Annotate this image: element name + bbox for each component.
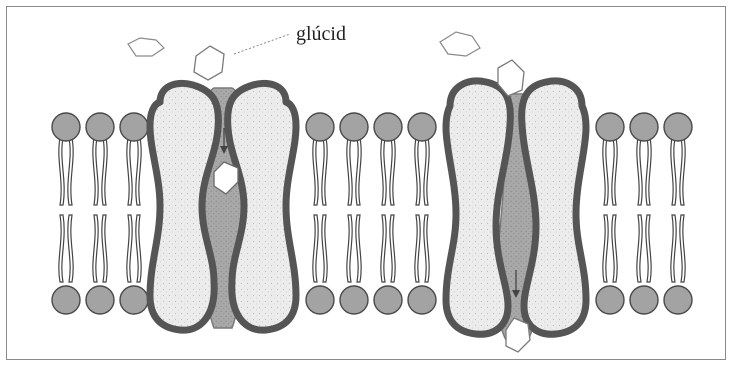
transporter-protein-open-outside: [150, 83, 296, 330]
subunit-right-a: [446, 81, 510, 334]
lipid-head: [408, 113, 436, 141]
lipid-head: [120, 113, 148, 141]
lipid-tail: [671, 138, 676, 205]
lipid-head: [340, 286, 368, 314]
lipid-tail: [93, 215, 98, 282]
phospholipid: [306, 113, 334, 314]
lipid-tail: [127, 138, 132, 205]
phospholipid: [408, 113, 436, 314]
glucid-molecule-outside-2: [194, 46, 224, 80]
lipid-head: [306, 286, 334, 314]
lipid-tail: [637, 215, 642, 282]
lipid-tail: [646, 138, 651, 205]
lipid-tail: [646, 215, 651, 282]
lipid-head: [408, 286, 436, 314]
label-glucid: glúcid: [296, 23, 346, 45]
lipid-head: [374, 286, 402, 314]
lipid-tail: [356, 215, 361, 282]
lipid-tail: [603, 215, 608, 282]
lipid-tail: [612, 138, 617, 205]
phospholipid: [86, 113, 114, 314]
phospholipid: [120, 113, 148, 314]
lipid-tail: [603, 138, 608, 205]
lipid-head: [630, 286, 658, 314]
lipid-tail: [424, 215, 429, 282]
lipid-tail: [59, 215, 64, 282]
phospholipid: [374, 113, 402, 314]
lipid-tail: [59, 138, 64, 205]
lipid-tail: [313, 138, 318, 205]
lipid-head: [52, 286, 80, 314]
lipid-tail: [136, 138, 141, 205]
lipid-tail: [680, 138, 685, 205]
transporter-protein-open-inside: [446, 81, 586, 352]
lipid-tail: [356, 138, 361, 205]
lipid-head: [120, 286, 148, 314]
lipid-tail: [93, 138, 98, 205]
lipid-tail: [68, 215, 73, 282]
lipid-head: [86, 113, 114, 141]
glucid-molecule-outside-3: [440, 32, 480, 56]
lipid-head: [664, 113, 692, 141]
lipid-tail: [322, 215, 327, 282]
lipid-group-middle: [306, 113, 436, 314]
lipid-tail: [102, 215, 107, 282]
lipid-tail: [381, 138, 386, 205]
lipid-head: [306, 113, 334, 141]
lipid-head: [374, 113, 402, 141]
label-leader-line: [234, 34, 290, 54]
phospholipid: [52, 113, 80, 314]
lipid-tail: [612, 215, 617, 282]
glucid-molecule-outside-1: [128, 38, 164, 56]
lipid-tail: [680, 215, 685, 282]
lipid-tail: [102, 138, 107, 205]
lipid-head: [52, 113, 80, 141]
lipid-tail: [415, 215, 420, 282]
lipid-tail: [136, 215, 141, 282]
lipid-tail: [68, 138, 73, 205]
lipid-tail: [415, 138, 420, 205]
lipid-head: [86, 286, 114, 314]
lipid-tail: [671, 215, 676, 282]
lipid-tail: [637, 138, 642, 205]
lipid-tail: [127, 215, 132, 282]
lipid-group-right: [596, 113, 692, 314]
lipid-tail: [390, 215, 395, 282]
lipid-tail: [390, 138, 395, 205]
lipid-head: [596, 286, 624, 314]
lipid-group-left: [52, 113, 148, 314]
phospholipid: [664, 113, 692, 314]
lipid-tail: [424, 138, 429, 205]
lipid-tail: [322, 138, 327, 205]
lipid-tail: [381, 215, 386, 282]
lipid-head: [630, 113, 658, 141]
lipid-tail: [313, 215, 318, 282]
lipid-tail: [347, 138, 352, 205]
lipid-tail: [347, 215, 352, 282]
phospholipid: [630, 113, 658, 314]
phospholipid: [596, 113, 624, 314]
lipid-head: [664, 286, 692, 314]
lipid-head: [340, 113, 368, 141]
lipid-head: [596, 113, 624, 141]
phospholipid: [340, 113, 368, 314]
